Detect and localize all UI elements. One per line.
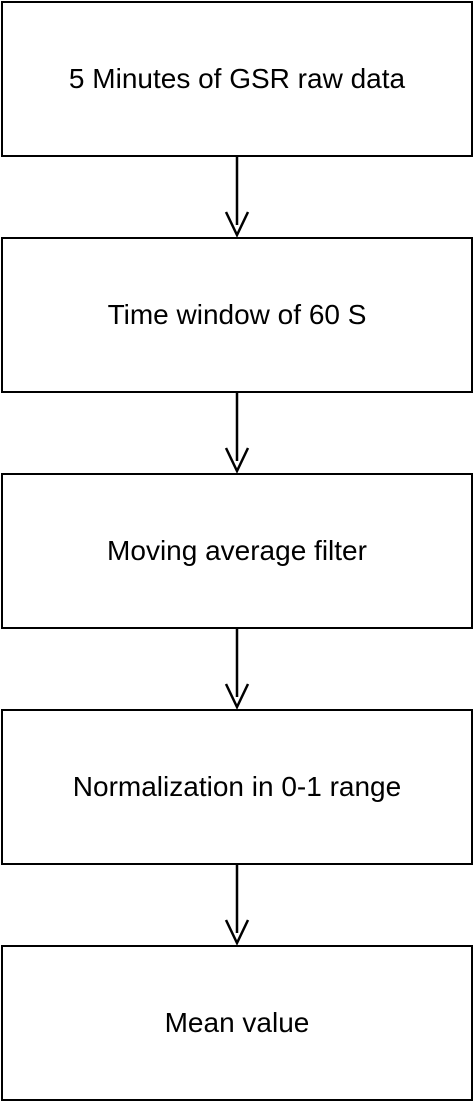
step-box-mean-value: Mean value — [1, 945, 473, 1101]
step-box-time-window: Time window of 60 S — [1, 237, 473, 393]
step-box-normalization: Normalization in 0-1 range — [1, 709, 473, 865]
arrow-connector-3 — [224, 629, 250, 709]
arrow-head-icon — [224, 683, 250, 709]
step-label: 5 Minutes of GSR raw data — [68, 63, 406, 94]
step-box-moving-average: Moving average filter — [1, 473, 473, 629]
step-label: Normalization in 0-1 range — [72, 771, 402, 802]
arrow-head-icon — [224, 919, 250, 945]
arrow-connector-1 — [224, 157, 250, 237]
arrow-connector-4 — [224, 865, 250, 945]
step-label: Time window of 60 S — [107, 299, 367, 330]
step-label: Mean value — [164, 1007, 310, 1038]
arrow-head-icon — [224, 447, 250, 473]
step-label: Moving average filter — [107, 535, 367, 566]
arrow-connector-2 — [224, 393, 250, 473]
step-box-raw-data: 5 Minutes of GSR raw data — [1, 1, 473, 157]
arrow-head-icon — [224, 211, 250, 237]
